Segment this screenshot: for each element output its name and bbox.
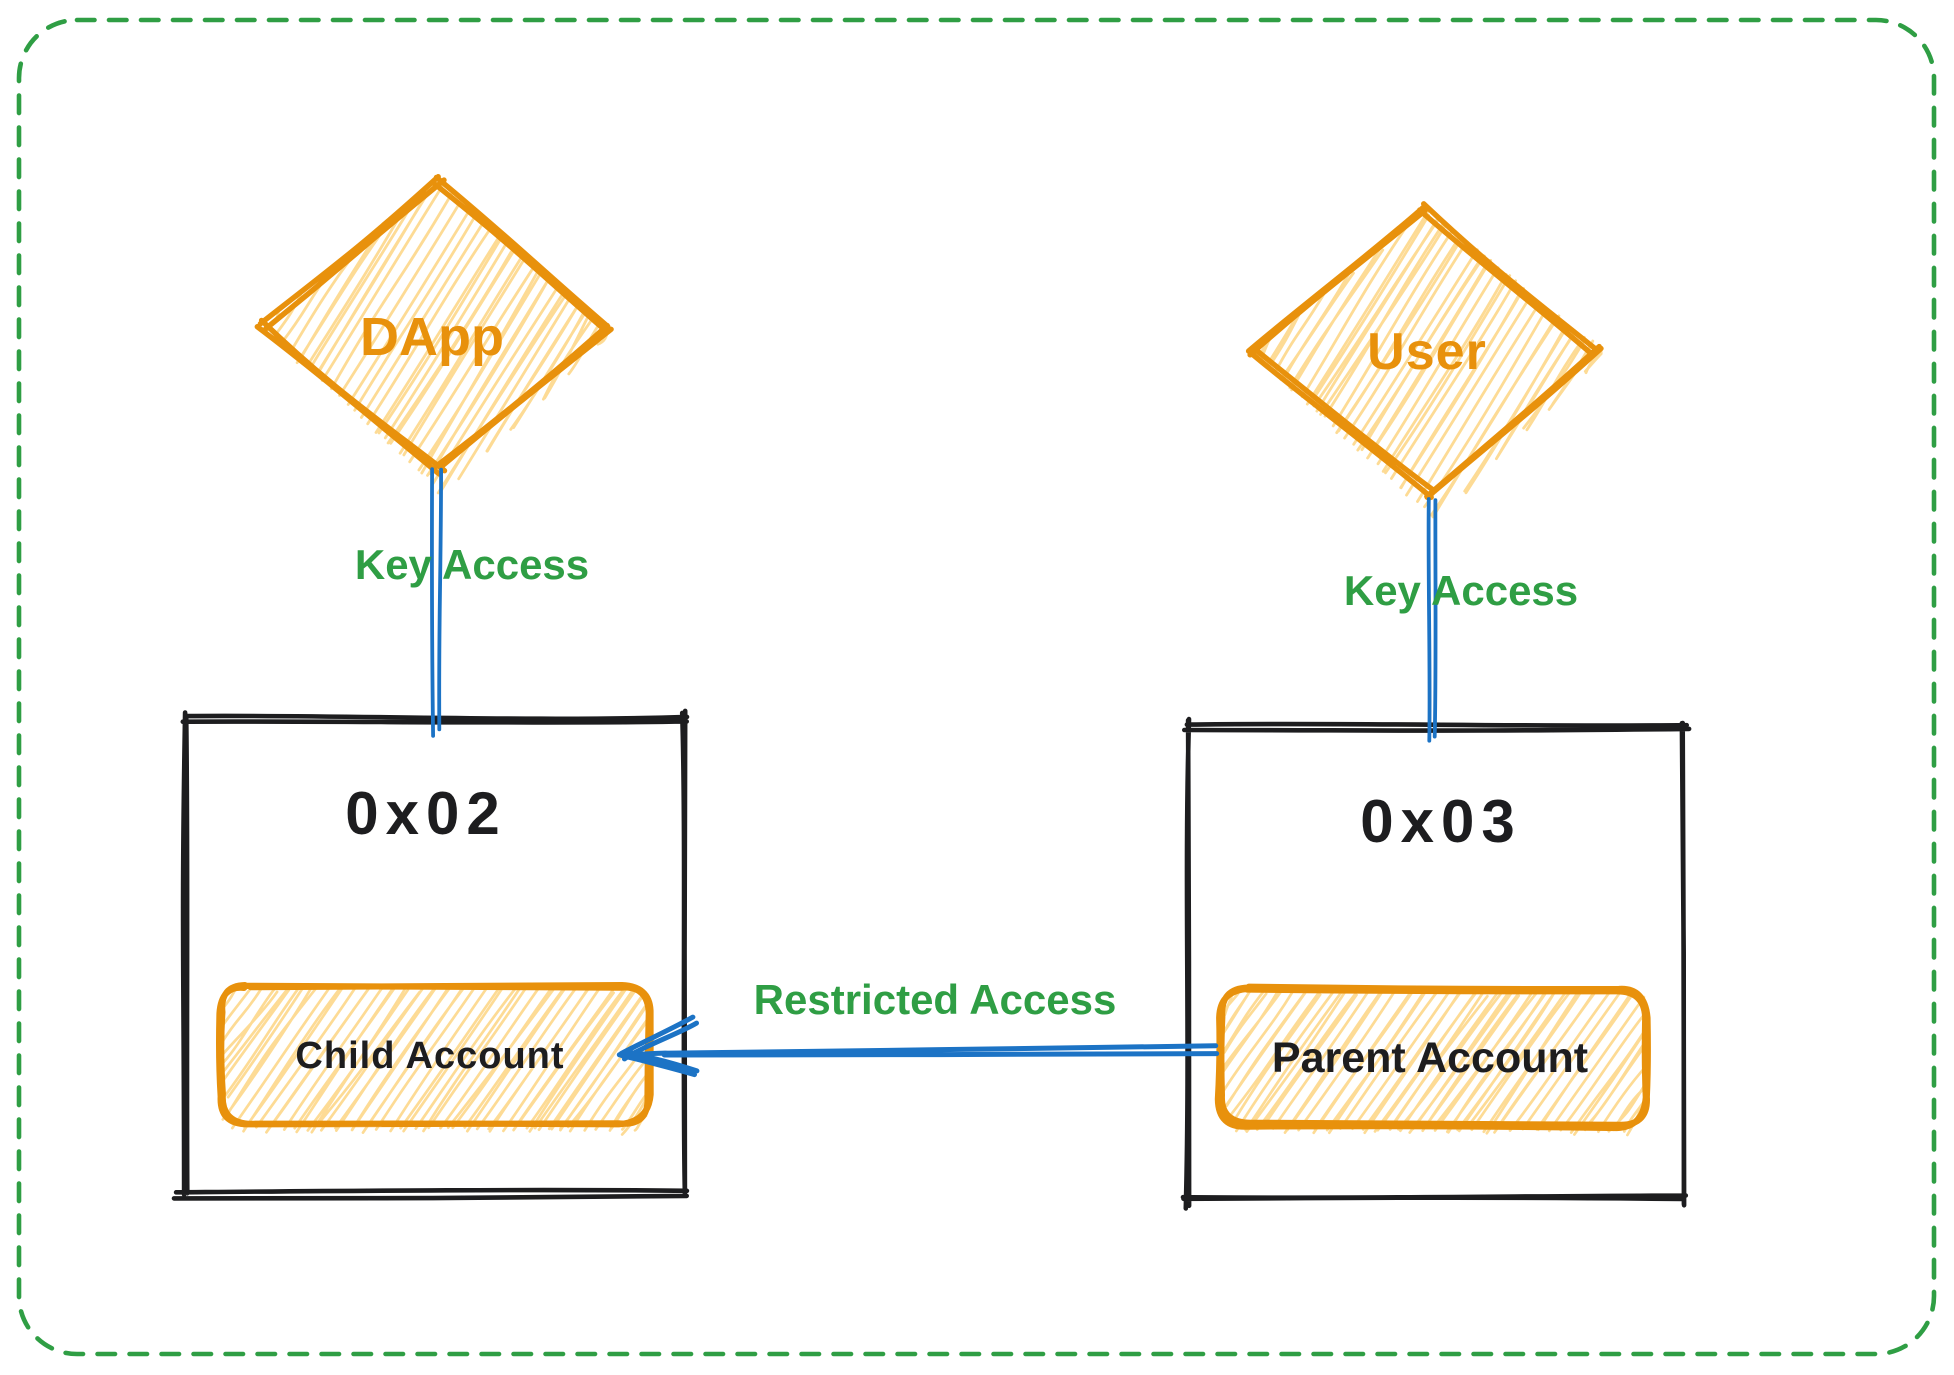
svg-text:0x02: 0x02 bbox=[345, 780, 506, 847]
svg-text:DApp: DApp bbox=[360, 307, 504, 367]
svg-text:0x03: 0x03 bbox=[1360, 788, 1521, 855]
svg-text:User: User bbox=[1367, 323, 1487, 381]
svg-text:Restricted Access: Restricted Access bbox=[754, 976, 1117, 1023]
svg-text:Key Access: Key Access bbox=[355, 541, 589, 588]
svg-text:Parent Account: Parent Account bbox=[1272, 1034, 1588, 1082]
svg-text:Child Account: Child Account bbox=[295, 1035, 564, 1077]
svg-text:Key Access: Key Access bbox=[1344, 567, 1578, 614]
